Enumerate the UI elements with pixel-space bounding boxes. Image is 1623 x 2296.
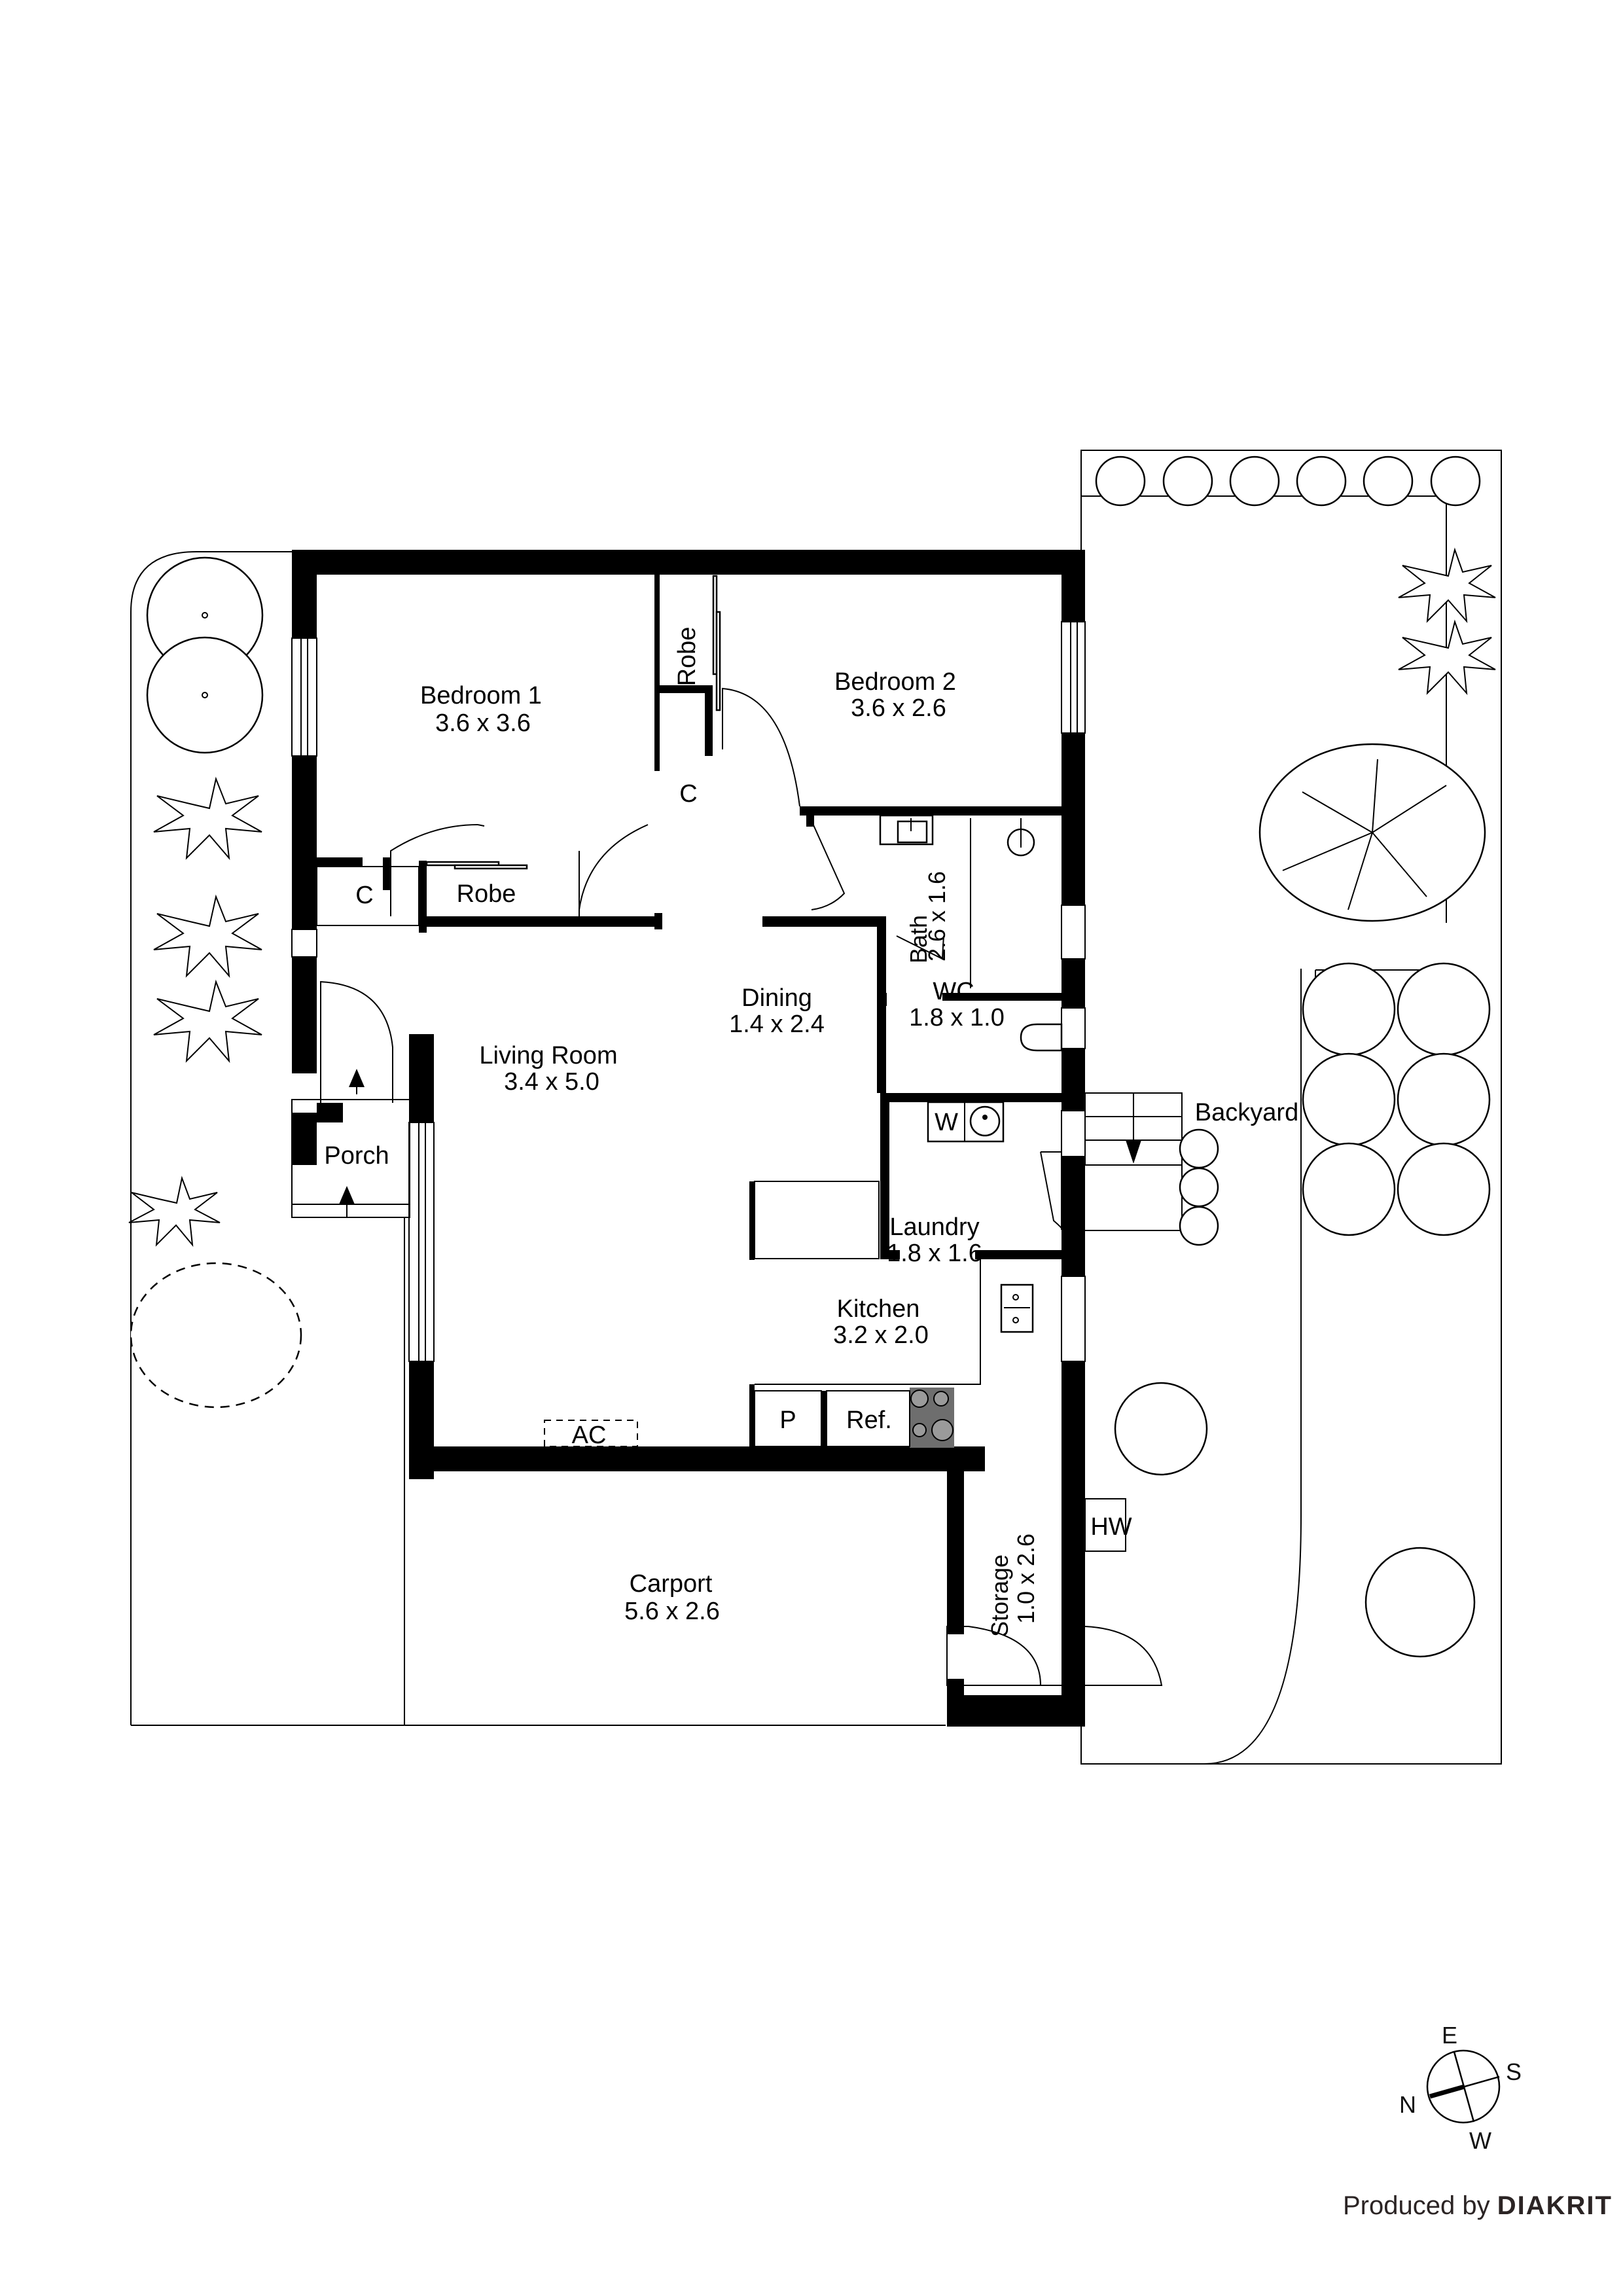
room-name: Porch — [324, 1142, 389, 1170]
porch-steps — [291, 1069, 410, 1218]
room-size: 5.6 x 2.6 — [624, 1598, 720, 1625]
compass-south: S — [1506, 2058, 1522, 2085]
room-name: C — [679, 780, 697, 808]
room-name: Dining — [741, 984, 812, 1012]
room-name: Robe — [673, 627, 701, 687]
producer-credit: Produced by DIAKRIT — [1343, 2191, 1613, 2221]
entry-arrow-icon — [339, 1186, 355, 1204]
room-name: Kitchen — [837, 1295, 920, 1323]
doors — [320, 687, 1163, 1686]
laundry-tub-icon — [969, 1105, 1001, 1137]
room-labels: Bedroom 1 3.6 x 3.6 Bedroom 2 3.6 x 2.6 … — [324, 627, 1298, 1637]
room-name: Bath — [905, 915, 932, 963]
tree-icon — [1114, 962, 1491, 1658]
room-size: 3.6 x 2.6 — [851, 694, 946, 722]
room-size: 1.8 x 1.0 — [909, 1004, 1005, 1031]
entry-arrow-icon — [349, 1069, 365, 1087]
credit-prefix: Produced by — [1343, 2191, 1490, 2220]
room-size: 2.6 x 1.6 — [923, 871, 950, 961]
room-name: Backyard — [1195, 1099, 1298, 1126]
room-name: Storage — [986, 1554, 1013, 1637]
fixtures — [316, 575, 1126, 1686]
fridge-label: Ref. — [846, 1407, 892, 1434]
room-size: 1.8 x 1.6 — [887, 1240, 982, 1267]
room-name: Robe — [457, 880, 516, 908]
room-size: 1.4 x 2.4 — [729, 1011, 825, 1038]
tree-icon — [146, 556, 264, 754]
backyard-steps — [1084, 1092, 1183, 1231]
room-name: Laundry — [889, 1213, 979, 1241]
washer-label: W — [935, 1109, 958, 1136]
toilet-icon — [1020, 1023, 1063, 1052]
compass-icon: N E S W — [1399, 2022, 1522, 2154]
compass-west: W — [1469, 2127, 1491, 2154]
room-size: 3.2 x 2.0 — [833, 1321, 929, 1349]
room-name: Living Room — [479, 1042, 617, 1069]
ac-unit — [544, 1420, 638, 1447]
palm-icon — [128, 776, 262, 1247]
shrub-icon — [130, 1262, 302, 1408]
compass-east: E — [1442, 2022, 1457, 2049]
compass-north: N — [1399, 2091, 1416, 2118]
room-name: C — [355, 882, 373, 909]
windows — [291, 621, 1086, 1362]
room-name: Bedroom 1 — [420, 682, 542, 709]
hot-water-label: HW — [1090, 1513, 1132, 1541]
ac-label: AC — [572, 1422, 607, 1449]
landscaping — [128, 456, 1496, 1658]
brand-logo: DIAKRIT — [1497, 2191, 1613, 2220]
room-size: 3.4 x 5.0 — [504, 1068, 599, 1096]
room-name: WC — [933, 978, 974, 1005]
exit-arrow-icon — [1126, 1140, 1141, 1164]
room-size: 1.0 x 2.6 — [1012, 1534, 1039, 1624]
room-size: 3.6 x 3.6 — [435, 709, 531, 737]
fixture-labels: W P Ref. AC HW — [572, 1109, 1132, 1541]
room-name: Bedroom 2 — [834, 668, 956, 696]
palm-icon — [1398, 547, 1496, 696]
pantry-label: P — [779, 1407, 796, 1434]
tree-icon — [1095, 456, 1481, 507]
room-name: Carport — [630, 1570, 713, 1598]
